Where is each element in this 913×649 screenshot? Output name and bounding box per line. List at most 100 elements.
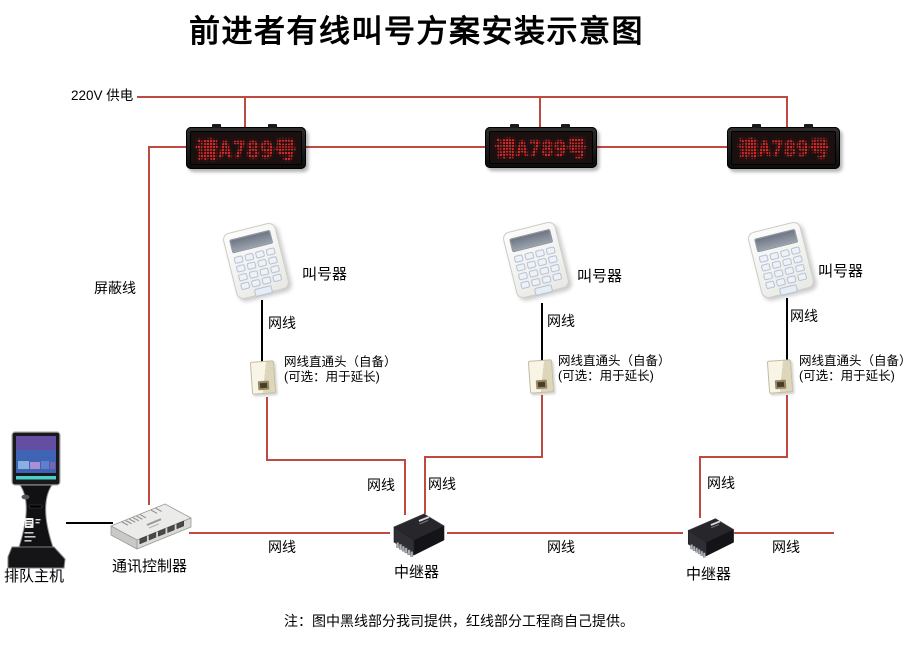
- net-label-branch3: 网线: [707, 475, 735, 491]
- cable-coupler1-across: [266, 459, 406, 461]
- cable-coupler3-to-repeater2: [699, 456, 701, 518]
- keypad-key: [267, 255, 279, 265]
- keypad-key: [250, 278, 262, 288]
- keypad-keys: [513, 246, 563, 290]
- keypad-key: [524, 251, 535, 261]
- led-text-3: 请A789号: [737, 137, 830, 161]
- keypad-key: [786, 275, 797, 285]
- rj45-socket: [535, 379, 548, 390]
- rj45-coupler-1: [249, 360, 277, 395]
- keypad-key: [773, 268, 784, 278]
- caller3-label: 叫号器: [818, 263, 864, 280]
- caller-keypad-3: [746, 220, 816, 300]
- net-label-bus3: 网线: [772, 539, 800, 555]
- kiosk-base: [7, 546, 66, 569]
- mount-clip: [751, 124, 761, 128]
- caller2-label: 叫号器: [577, 268, 623, 285]
- led-text-2: 请A789号: [494, 136, 588, 161]
- cable-coupler2-across: [424, 456, 543, 458]
- repeater-box: [687, 518, 734, 557]
- keypad-key: [794, 263, 806, 273]
- net-label-caller1: 网线: [268, 315, 296, 331]
- led-display-2: 请A789号: [485, 124, 597, 168]
- net-label-bus2: 网线: [547, 539, 575, 555]
- keypad-key: [792, 254, 804, 264]
- cable-caller3-to-coupler3: [786, 298, 788, 361]
- rj45-coupler-3: [766, 359, 794, 394]
- cable-coupler1-to-repeater1: [404, 459, 406, 515]
- keypad-key: [235, 263, 247, 273]
- keypad-key: [246, 261, 257, 271]
- led-display-1: 请A789号: [186, 124, 306, 169]
- repeater-box: [393, 513, 445, 556]
- controller-ports: [139, 520, 184, 545]
- keypad-key: [269, 264, 281, 274]
- keypad-key-wide: [253, 285, 274, 298]
- coupler2-note-line1: 网线直通头（自备）: [558, 354, 671, 368]
- keypad-key: [534, 248, 546, 258]
- keypad-key: [547, 254, 559, 264]
- keypad-key: [775, 277, 787, 287]
- keypad-key: [244, 252, 255, 262]
- coupler1-note-line1: 网线直通头（自备）: [284, 355, 397, 369]
- keypad-key: [758, 254, 769, 264]
- keypad-key: [760, 262, 772, 272]
- net-label-branch1: 网线: [367, 477, 395, 493]
- footnote: 注：图中黑线部分我司提供，红线部分工程商自己提供。: [284, 613, 634, 629]
- comm-controller: [110, 503, 192, 550]
- shield-wire-label: 屏蔽线: [94, 280, 136, 296]
- cable-controller-to-repeater1: [189, 532, 390, 534]
- cable-caller1-to-coupler1: [261, 300, 263, 363]
- net-label-branch2: 网线: [428, 476, 456, 492]
- repeater-print: [418, 516, 430, 525]
- keypad-key: [796, 272, 808, 282]
- caller1-label: 叫号器: [302, 266, 348, 283]
- queue-kiosk: [7, 431, 66, 569]
- led-screen: 请A789号: [731, 131, 836, 165]
- net-label-caller2: 网线: [547, 313, 575, 329]
- keypad-key: [536, 257, 548, 267]
- keypad-key-wide: [778, 284, 799, 297]
- repeater1-label: 中继器: [394, 564, 440, 581]
- keypad-key: [233, 255, 244, 265]
- power-label: 220V 供电: [71, 88, 134, 103]
- diagram-title: 前进者有线叫号方案安装示意图: [189, 14, 644, 49]
- controller-vents: [121, 507, 162, 526]
- keypad-key: [237, 272, 249, 282]
- led-display-3: 请A789号: [727, 124, 840, 169]
- mount-clip: [803, 124, 813, 128]
- cable-coupler2-down: [541, 395, 543, 458]
- mount-clip: [212, 124, 222, 128]
- kiosk-label: 排队主机: [4, 568, 65, 585]
- keypad-key: [769, 251, 780, 261]
- keypad-key: [551, 272, 563, 282]
- keypad-key: [762, 271, 774, 281]
- net-label-bus1: 网线: [268, 539, 296, 555]
- cable-coupler1-down: [266, 397, 268, 461]
- led-text-1: 请A789号: [195, 138, 297, 164]
- keypad-keys: [758, 246, 808, 290]
- coupler3-note-line2: (可选：用于延长): [799, 369, 895, 383]
- keypad-key: [248, 269, 259, 279]
- repeater-2: [687, 518, 734, 558]
- cable-caller2-to-coupler2: [541, 303, 543, 361]
- repeater-ports: [396, 542, 414, 557]
- keypad-key: [528, 268, 539, 278]
- rj45-coupler-2: [527, 359, 555, 394]
- kiosk-body: [18, 484, 54, 548]
- repeater2-label: 中继器: [686, 566, 732, 583]
- keypad-key: [519, 280, 531, 290]
- coupler1-note-line2: (可选：用于延长): [284, 370, 380, 384]
- cable-coupler3-across: [699, 456, 788, 458]
- led-screen: 请A789号: [489, 131, 593, 164]
- cable-coupler3-down: [786, 395, 788, 458]
- led-screen: 请A789号: [190, 131, 302, 165]
- kiosk-head: [11, 431, 61, 486]
- keypad-key-wide: [533, 284, 554, 297]
- rj45-socket: [774, 379, 787, 390]
- keypad-key: [539, 266, 550, 276]
- keypad-key: [259, 267, 270, 277]
- cable-220v-bus: [137, 96, 787, 98]
- caller-keypad-1: [221, 221, 291, 301]
- keypad-key: [549, 263, 561, 273]
